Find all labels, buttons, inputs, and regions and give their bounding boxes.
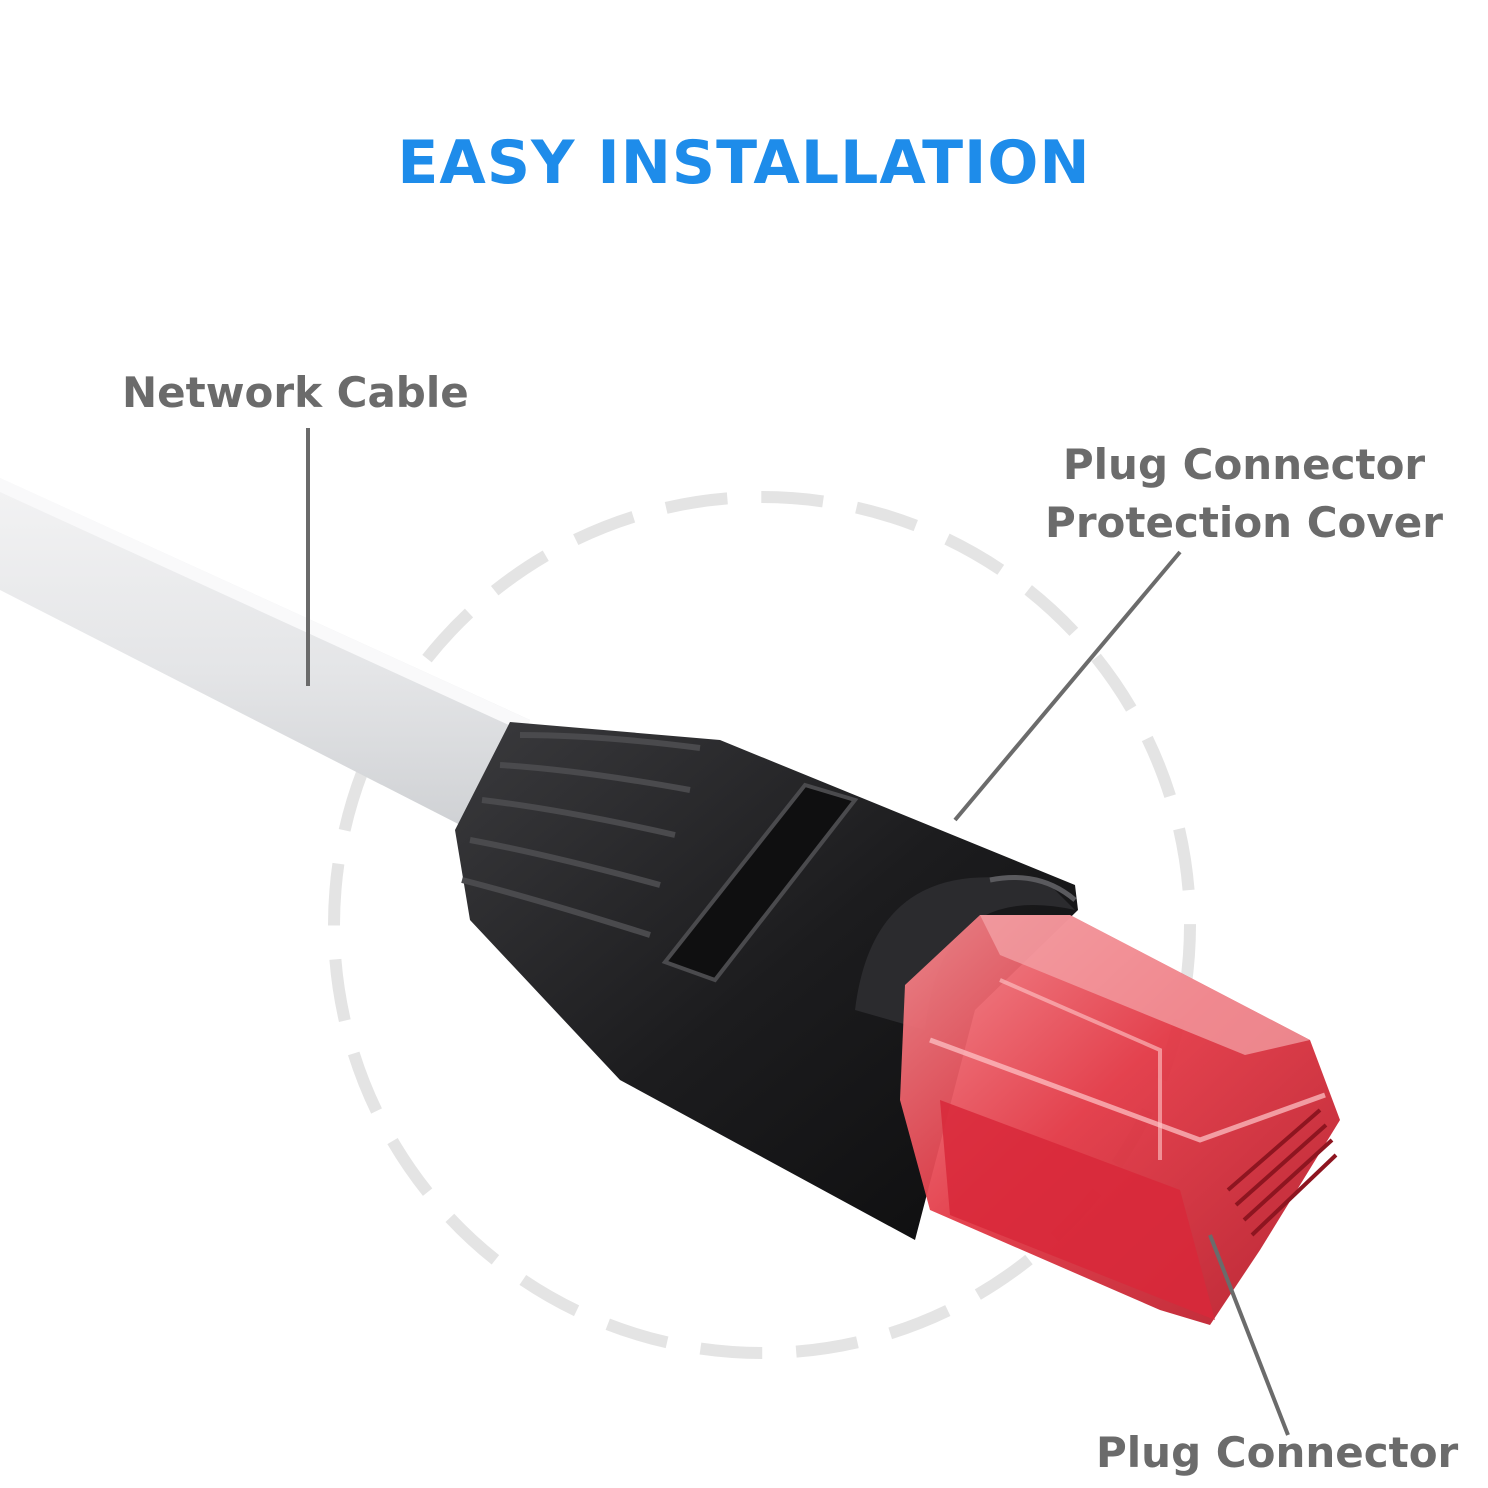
page-title: EASY INSTALLATION <box>397 128 1091 198</box>
cover-leader <box>953 550 1182 822</box>
protection-cover-label: Plug Connector Protection Cover <box>1020 436 1468 552</box>
plug-leader <box>1208 1234 1290 1436</box>
plug-connector-label: Plug Connector <box>1096 1428 1459 1477</box>
network-cable-shape <box>0 478 530 830</box>
protection-cover-label-line1: Plug Connector <box>1062 440 1426 489</box>
network-cable-label: Network Cable <box>122 368 469 417</box>
protection-cover-label-line2: Protection Cover <box>1045 498 1443 547</box>
plug-connector-shape <box>900 915 1340 1325</box>
highlight-circle <box>328 491 1196 1359</box>
